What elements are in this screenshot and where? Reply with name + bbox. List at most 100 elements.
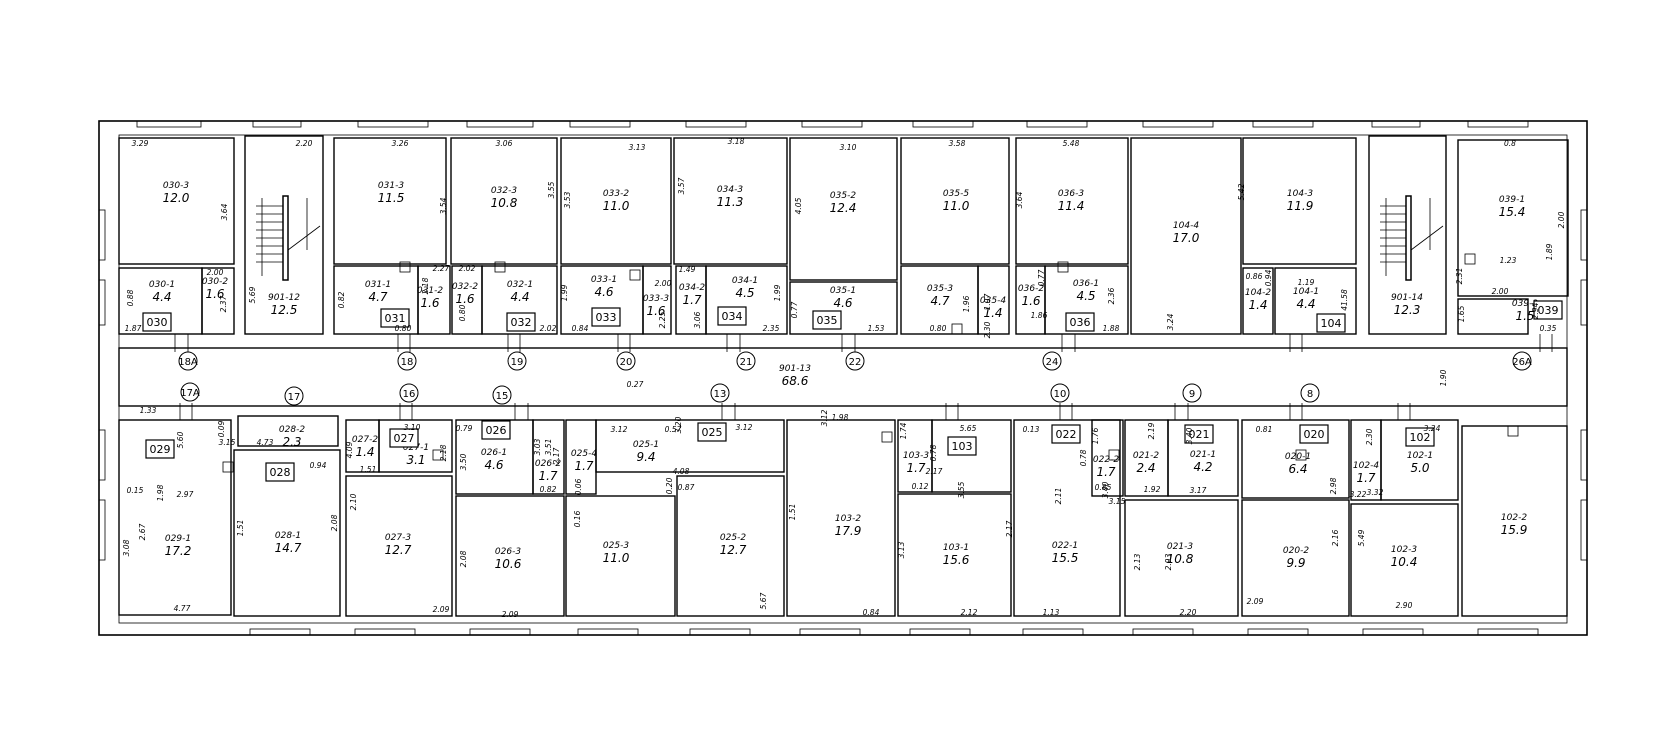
dimension-label: 3.64 — [1015, 191, 1024, 208]
room-number: 103-3 — [903, 451, 929, 461]
unit-tag-box — [380, 308, 410, 328]
room-number: 034-3 — [717, 185, 743, 195]
room-label: 104-14.4 — [1293, 287, 1319, 311]
room-034-3 — [673, 137, 788, 265]
room-area: 4.2 — [1193, 460, 1212, 474]
unit-tag: 020 — [1299, 424, 1329, 444]
unit-tag-box — [1299, 424, 1329, 444]
room-area: 1.7 — [906, 461, 925, 475]
room-label: 030-312.0 — [163, 181, 190, 205]
dimension-label: 4.09 — [345, 441, 354, 458]
dimension-label: 3.12 — [611, 425, 628, 434]
unit-tag-box — [717, 306, 747, 326]
room-area: 11.0 — [603, 199, 630, 213]
room-label: 036-21.6 — [1018, 284, 1044, 308]
unit-tag: 102 — [1405, 427, 1435, 447]
unit-tag-box — [1405, 427, 1435, 447]
room-102-1 — [1380, 419, 1459, 501]
room-035-1 — [789, 281, 898, 335]
room-number: 029-1 — [165, 534, 191, 544]
room-103-2 — [786, 419, 896, 617]
dimension-label: 1.97 — [983, 293, 992, 310]
room-number: 028-2 — [279, 425, 305, 435]
dimension-label: 3.10 — [840, 143, 857, 152]
unit-tag: 032 — [506, 312, 536, 332]
room-030-2 — [201, 267, 235, 335]
dimension-label: 3.32 — [1367, 488, 1384, 497]
room-label: 032-310.8 — [491, 186, 518, 210]
dimension-label: 3.18 — [728, 137, 745, 146]
dimension-label: 0.77 — [1037, 269, 1046, 286]
room-area: 4.4 — [1296, 297, 1315, 311]
dimension-label: 0.09 — [217, 420, 226, 437]
dimension-label: 2.11 — [1054, 488, 1063, 505]
room-number: 034-2 — [679, 283, 705, 293]
dimension-label: 1.51 — [236, 520, 245, 537]
unit-tag: 022 — [1051, 424, 1081, 444]
axis-marker: 9 — [1182, 383, 1202, 403]
room-label: 103-217.9 — [835, 514, 862, 538]
room-number: 025-4 — [571, 449, 597, 459]
room-label: 021-310.8 — [1167, 542, 1194, 566]
unit-tag-label: 036 — [1070, 316, 1091, 329]
room-103-1-upper — [931, 419, 1012, 493]
room-number: 030-2 — [202, 277, 228, 287]
room-number: 025-2 — [720, 533, 746, 543]
room-area: 10.8 — [491, 196, 518, 210]
room-number: 020-1 — [1285, 452, 1311, 462]
dimension-label: 3.08 — [122, 539, 131, 556]
unit-tag-label: 102 — [1410, 431, 1431, 444]
room-area: 4.4 — [510, 290, 529, 304]
room-label: 027-21.4 — [352, 435, 378, 459]
room-area: 1.6 — [205, 287, 224, 301]
dimension-label: 2.17 — [926, 467, 943, 476]
axis-label: 8 — [1307, 389, 1313, 400]
room-label: 020-29.9 — [1283, 546, 1309, 570]
room-area: 9.9 — [1286, 556, 1305, 570]
stairs-right — [1380, 195, 1444, 281]
dimension-label: 1.51 — [360, 465, 377, 474]
dimension-label: 0.13 — [1023, 425, 1040, 434]
dimension-label: 5.65 — [960, 424, 977, 433]
dimension-label: 3.22 — [1350, 490, 1367, 499]
room-031-3 — [333, 137, 447, 265]
room-label: 027-312.7 — [385, 533, 412, 557]
room-number: 035-2 — [830, 191, 856, 201]
axis-circle — [616, 351, 636, 371]
axis-label: 20 — [620, 357, 633, 368]
dimension-label: 0.86 — [1246, 272, 1263, 281]
unit-tag: 031 — [380, 308, 410, 328]
dimension-label: 2.19 — [1147, 422, 1156, 439]
room-label: 033-211.0 — [603, 189, 630, 213]
unit-tag: 026 — [481, 420, 511, 440]
room-area: 12.7 — [720, 543, 747, 557]
axis-marker: 22 — [845, 351, 865, 371]
room-area: 11.3 — [717, 195, 744, 209]
room-label: 039-21.5 — [1512, 299, 1538, 323]
dimension-label: 1.33 — [140, 406, 157, 415]
unit-tag: 029 — [145, 439, 175, 459]
unit-tag-box — [812, 310, 842, 330]
dimension-label: 0.80 — [458, 304, 467, 321]
room-number: 031-2 — [417, 286, 443, 296]
room-033-3 — [642, 265, 672, 335]
room-029-1 — [118, 419, 232, 616]
room-032-3 — [450, 137, 558, 265]
room-label: 104-417.0 — [1173, 221, 1200, 245]
dimension-label: 0.82 — [337, 291, 346, 308]
room-104-1 — [1274, 267, 1357, 335]
dimension-label: 3.40 — [1185, 427, 1194, 444]
dimension-label: 3.15 — [219, 438, 236, 447]
room-901-14 — [1368, 135, 1447, 335]
room-area: 10.8 — [1167, 552, 1194, 566]
dimension-label: 2.90 — [1396, 601, 1413, 610]
room-number: 901-14 — [1391, 293, 1423, 303]
room-035-5 — [900, 137, 1010, 265]
room-area: 4.5 — [1076, 289, 1095, 303]
dimension-label: 3.51 — [544, 439, 553, 456]
axis-label: 9 — [1189, 389, 1195, 400]
room-025-2 — [676, 475, 785, 617]
dimension-label: 0.81 — [1256, 425, 1273, 434]
